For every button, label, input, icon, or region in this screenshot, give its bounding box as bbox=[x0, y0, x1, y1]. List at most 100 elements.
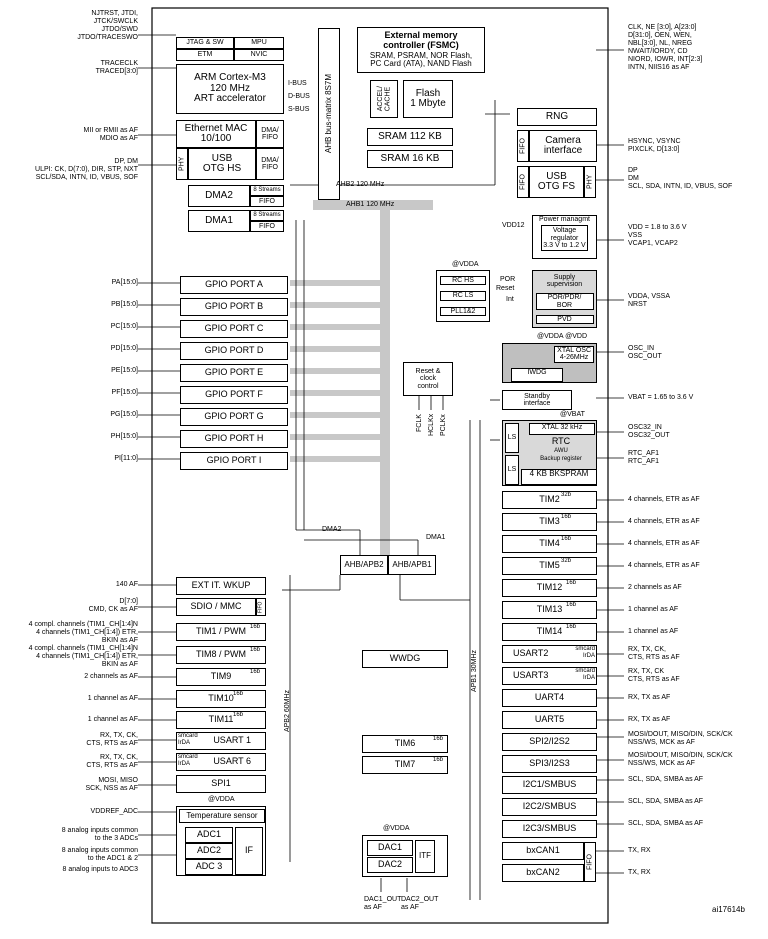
signal-i2c3: SCL, SDA, SMBA as AF bbox=[628, 820, 704, 827]
ahb-apb1-bridge: AHB/APB1 bbox=[388, 555, 436, 575]
tim5-block: TIM5 bbox=[502, 557, 597, 575]
sdio-fifo: FIFO bbox=[256, 598, 266, 616]
voltage-regulator: Voltage regulator 3.3 V to 1.2 V bbox=[541, 225, 588, 252]
standby-interface-block: Standby interface bbox=[502, 390, 572, 410]
adc2-block: ADC2 bbox=[185, 843, 233, 859]
gpio-port-a: GPIO PORT A bbox=[180, 276, 288, 294]
tim2-bits: 32b bbox=[561, 492, 572, 498]
wwdg-block: WWDG bbox=[362, 650, 448, 668]
adc-if-block: IF bbox=[235, 827, 263, 875]
camera-fifo: FIFO bbox=[517, 130, 529, 162]
signal-i2c1: SCL, SDA, SMBA as AF bbox=[628, 776, 704, 783]
signal-pb: PB[15:0] bbox=[111, 301, 138, 308]
can-fifo: FIFO bbox=[584, 842, 596, 882]
signal-tim14: 1 channel as AF bbox=[628, 628, 679, 635]
sbus-label: S-BUS bbox=[288, 106, 310, 113]
signal-tim1: 4 compl. channels (TIM1_CH[1:4]N 4 chann… bbox=[28, 621, 138, 645]
signal-tim5: 4 channels, ETR as AF bbox=[628, 562, 700, 569]
signal-tim4: 4 channels, ETR as AF bbox=[628, 540, 700, 547]
signal-pf: PF[15:0] bbox=[111, 389, 138, 396]
gpio-port-b: GPIO PORT B bbox=[180, 298, 288, 316]
usart1-block: USART 1 bbox=[176, 732, 266, 750]
gpio-port-f: GPIO PORT F bbox=[180, 386, 288, 404]
flash-block: Flash 1 Mbyte bbox=[403, 80, 453, 118]
figure-id: ai17614b bbox=[712, 905, 745, 914]
tim11-bits: 16b bbox=[233, 712, 244, 718]
usart3-smcard: smcard IrDA bbox=[575, 668, 595, 681]
matrix-label: AHB bus-matrix 8S7M bbox=[323, 74, 333, 154]
sdio-mmc-block: SDIO / MMC bbox=[176, 598, 256, 616]
signal-mii: MII or RMII as AF MDIO as AF bbox=[83, 127, 138, 143]
signal-ph: PH[15:0] bbox=[110, 433, 138, 440]
por-label: POR bbox=[500, 276, 516, 283]
ls-block-1: LS bbox=[505, 423, 519, 453]
vdda-vdd-label: @VDDA @VDD bbox=[537, 333, 587, 340]
bkspram-block: 4 KB BKSPRAM bbox=[521, 469, 597, 485]
dma2-streams: 8 Streams bbox=[250, 185, 284, 196]
signal-sdio: D[7:0] CMD, CK as AF bbox=[88, 598, 138, 614]
tim11-block: TIM11 bbox=[176, 711, 266, 729]
tim3-block: TIM3 bbox=[502, 513, 597, 531]
otgfs-fifo: FIFO bbox=[517, 166, 529, 198]
signal-pg: PG[15:0] bbox=[110, 411, 138, 418]
spi2-i2s2-block: SPI2/I2S2 bbox=[502, 733, 597, 751]
accel-cache-label: ACCEL/ CACHE bbox=[376, 86, 391, 112]
signal-tim3: 4 channels, ETR as AF bbox=[628, 518, 700, 525]
signal-pe: PE[15:0] bbox=[111, 367, 138, 374]
ahb2-label: AHB2 120 MHz bbox=[336, 181, 385, 188]
spi1-block: SPI1 bbox=[176, 775, 266, 793]
signal-osc32: OSC32_IN OSC32_OUT bbox=[628, 424, 670, 440]
usart1-smcard: smcard IrDA bbox=[178, 733, 198, 746]
etm-block: ETM bbox=[176, 49, 234, 61]
dac-vdda-label: @VDDA bbox=[383, 825, 410, 832]
adc1-block: ADC1 bbox=[185, 827, 233, 843]
signal-adc2: 8 analog inputs common to the ADC1 & 2 bbox=[61, 847, 138, 863]
signal-tim8: 4 compl. channels (TIM1_CH[1:4]N 4 chann… bbox=[28, 645, 138, 669]
pvd-block: PVD bbox=[535, 315, 594, 325]
hs-phy-block: PHY bbox=[176, 148, 188, 180]
tim8-bits: 16b bbox=[250, 647, 261, 653]
signal-tim13: 1 channel as AF bbox=[628, 606, 679, 613]
tim14-block: TIM14 bbox=[502, 623, 597, 641]
signal-vdda: VDDA, VSSA NRST bbox=[628, 293, 671, 309]
dma1-line-label: DMA1 bbox=[426, 534, 446, 541]
rng-block: RNG bbox=[517, 108, 597, 126]
adc-group: Temperature sensor ADC1 ADC2 ADC 3 IF bbox=[176, 806, 266, 876]
gpio-port-e: GPIO PORT E bbox=[180, 364, 288, 382]
vdda-label: @VDDA bbox=[452, 261, 479, 268]
gpio-port-h: GPIO PORT H bbox=[180, 430, 288, 448]
tim10-block: TIM10 bbox=[176, 690, 266, 708]
rc-hs-block: RC HS bbox=[440, 275, 486, 286]
signal-usart3: RX, TX, CK CTS, RTS as AF bbox=[628, 668, 680, 684]
mpu-block: MPU bbox=[234, 37, 284, 49]
supply-title: Supply supervision bbox=[546, 273, 583, 288]
tim13-block: TIM13 bbox=[502, 601, 597, 619]
backup-register-label: Backup register bbox=[540, 456, 582, 462]
ls-block-2: LS bbox=[505, 455, 519, 485]
fsmc-subtitle: SRAM, PSRAM, NOR Flash, PC Card (ATA), N… bbox=[369, 51, 473, 69]
signal-uart5: RX, TX as AF bbox=[628, 716, 671, 723]
rc-ls-block: RC LS bbox=[440, 291, 486, 301]
eth-dma-fifo: DMA/ FIFO bbox=[256, 120, 284, 148]
gpio-port-g: GPIO PORT G bbox=[180, 408, 288, 426]
spi3-i2s3-block: SPI3/I2S3 bbox=[502, 755, 597, 773]
ahb-apb2-bridge: AHB/APB2 bbox=[340, 555, 388, 575]
signal-rtcaf: RTC_AF1 RTC_AF1 bbox=[628, 450, 659, 466]
fsmc-block: External memory controller (FSMC) SRAM, … bbox=[357, 27, 485, 73]
dma2-fifo: FIFO bbox=[250, 196, 284, 207]
ibus-label: I-BUS bbox=[288, 80, 307, 87]
sram16-block: SRAM 16 KB bbox=[367, 150, 453, 168]
sram112-block: SRAM 112 KB bbox=[367, 128, 453, 146]
signal-vbat: VBAT = 1.65 to 3.6 V bbox=[628, 394, 694, 401]
signal-tim11: 1 channel as AF bbox=[87, 716, 138, 723]
pclk-label: PCLKx bbox=[440, 414, 447, 436]
fs-phy-block: PHY bbox=[584, 166, 596, 198]
jtag-sw-block: JTAG & SW bbox=[176, 37, 234, 49]
usb-otg-fs-block: USB OTG FS bbox=[529, 166, 584, 198]
bxcan2-block: bxCAN2 bbox=[502, 864, 584, 882]
signal-pd: PD[15:0] bbox=[110, 345, 138, 352]
iwdg-block: IWDG bbox=[511, 368, 563, 382]
signal-fsmc: CLK, NE [3:0], A[23:0] D[31:0], OEN, WEN… bbox=[628, 24, 703, 72]
signal-pa: PA[15:0] bbox=[111, 279, 138, 286]
